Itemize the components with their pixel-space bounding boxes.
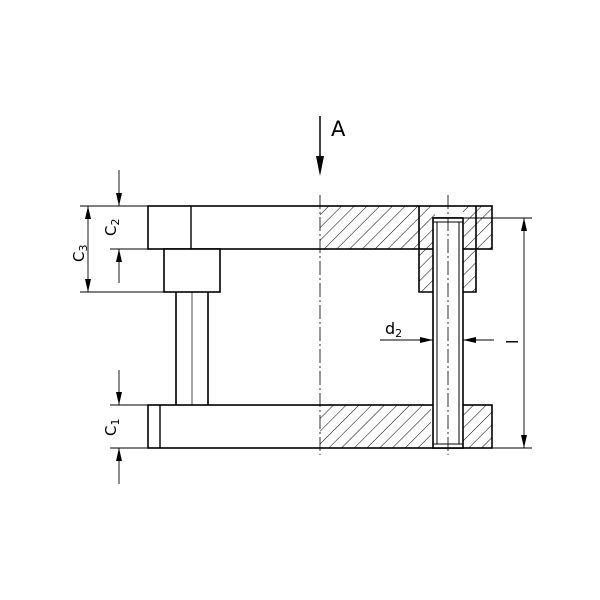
view-arrow-head [316,156,324,176]
d2-arrow-right [463,337,476,343]
c3-arrow-bottom [85,279,91,292]
guide-bushing-left [163,248,221,293]
dimension-c2: C2 [102,170,164,283]
lower-plate-hatch-center [320,405,431,448]
length-arrow-bottom [521,435,527,448]
d2-label: d2 [385,319,402,340]
d2-label-sub: 2 [395,327,402,340]
length-label: l [503,340,522,344]
c2-label-sub: 2 [109,219,122,226]
dimension-d2: d2 [380,319,494,343]
bushing-left-wall-hatch [419,206,433,292]
c1-arrow-top [116,392,122,405]
upper-plate-hatch-right [476,206,492,249]
upper-plate [147,205,493,250]
c2-arrow-top [116,193,122,206]
view-arrow-a: A [316,116,346,176]
c2-label: C2 [102,219,122,236]
upper-plate-hatch-inner [433,206,435,218]
bushing-right-wall-hatch [463,206,476,292]
c2-label-main: C [102,226,120,236]
bushing-left-profile [418,206,433,293]
guide-pillar-left [175,292,209,405]
dimension-c3: C3 [70,205,164,293]
upper-plate-hatch-center [320,206,419,249]
length-arrow-top [521,218,527,231]
c3-label: C3 [70,245,90,262]
d2-label-main: d [385,319,395,338]
c3-label-main: C [70,252,88,262]
dimension-length: l [463,217,532,449]
view-label-a: A [331,117,346,141]
c3-label-sub: 3 [77,245,90,252]
bushing-collar [163,248,221,293]
lower-plate-hatch-right [463,405,492,448]
d2-arrow-left [420,337,433,343]
c2-arrow-bottom [116,249,122,262]
c1-label-sub: 1 [109,419,122,426]
center-lines [319,195,449,455]
bushing-right-profile [463,206,477,293]
c3-arrow-top [85,206,91,219]
c1-arrow-bottom [116,448,122,461]
c1-label-main: C [102,426,120,436]
c1-label: C1 [102,419,122,436]
dimension-c1: C1 [102,370,148,484]
